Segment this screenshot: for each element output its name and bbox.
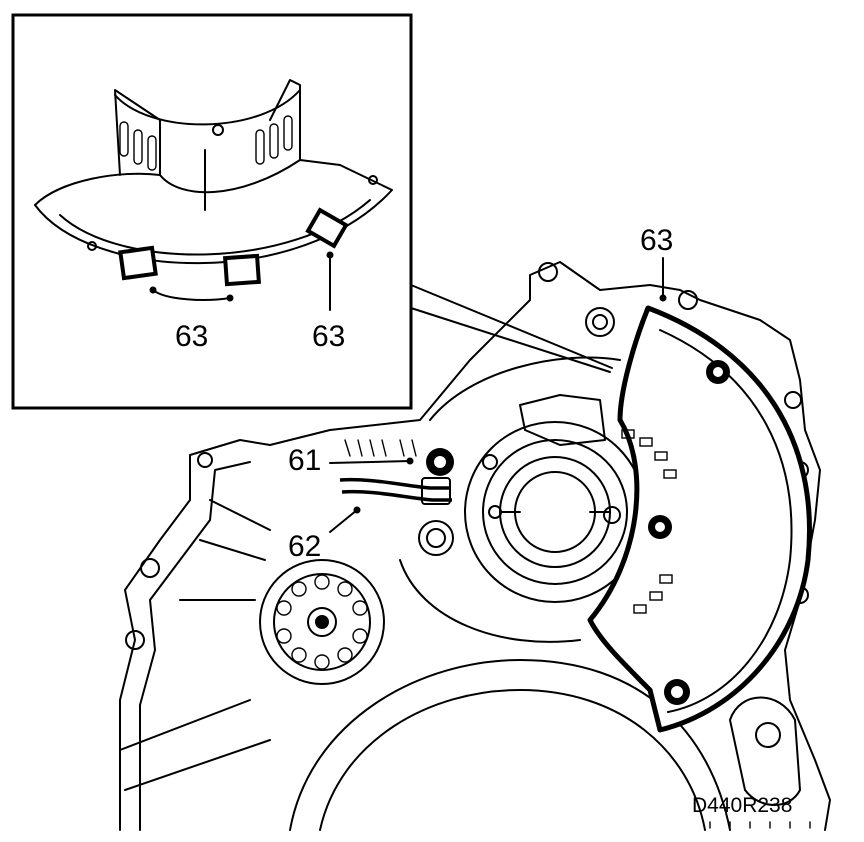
main-callouts: 63 61 62 xyxy=(288,224,673,563)
callout-61: 61 xyxy=(288,444,321,477)
reference-tick-marks xyxy=(709,821,811,829)
callout-63-inset-left: 63 xyxy=(175,320,208,353)
callout-62: 62 xyxy=(288,530,321,563)
zoom-line-lower xyxy=(410,307,611,373)
figure-reference: D440R238 xyxy=(692,794,792,817)
callout-63-inset-right: 63 xyxy=(312,320,345,353)
sensor-assembly xyxy=(339,439,454,505)
zoom-line-upper xyxy=(410,284,613,369)
callout-63-main: 63 xyxy=(640,224,673,257)
detail-inset: 63 63 xyxy=(11,13,413,410)
heat-shield xyxy=(587,305,812,733)
